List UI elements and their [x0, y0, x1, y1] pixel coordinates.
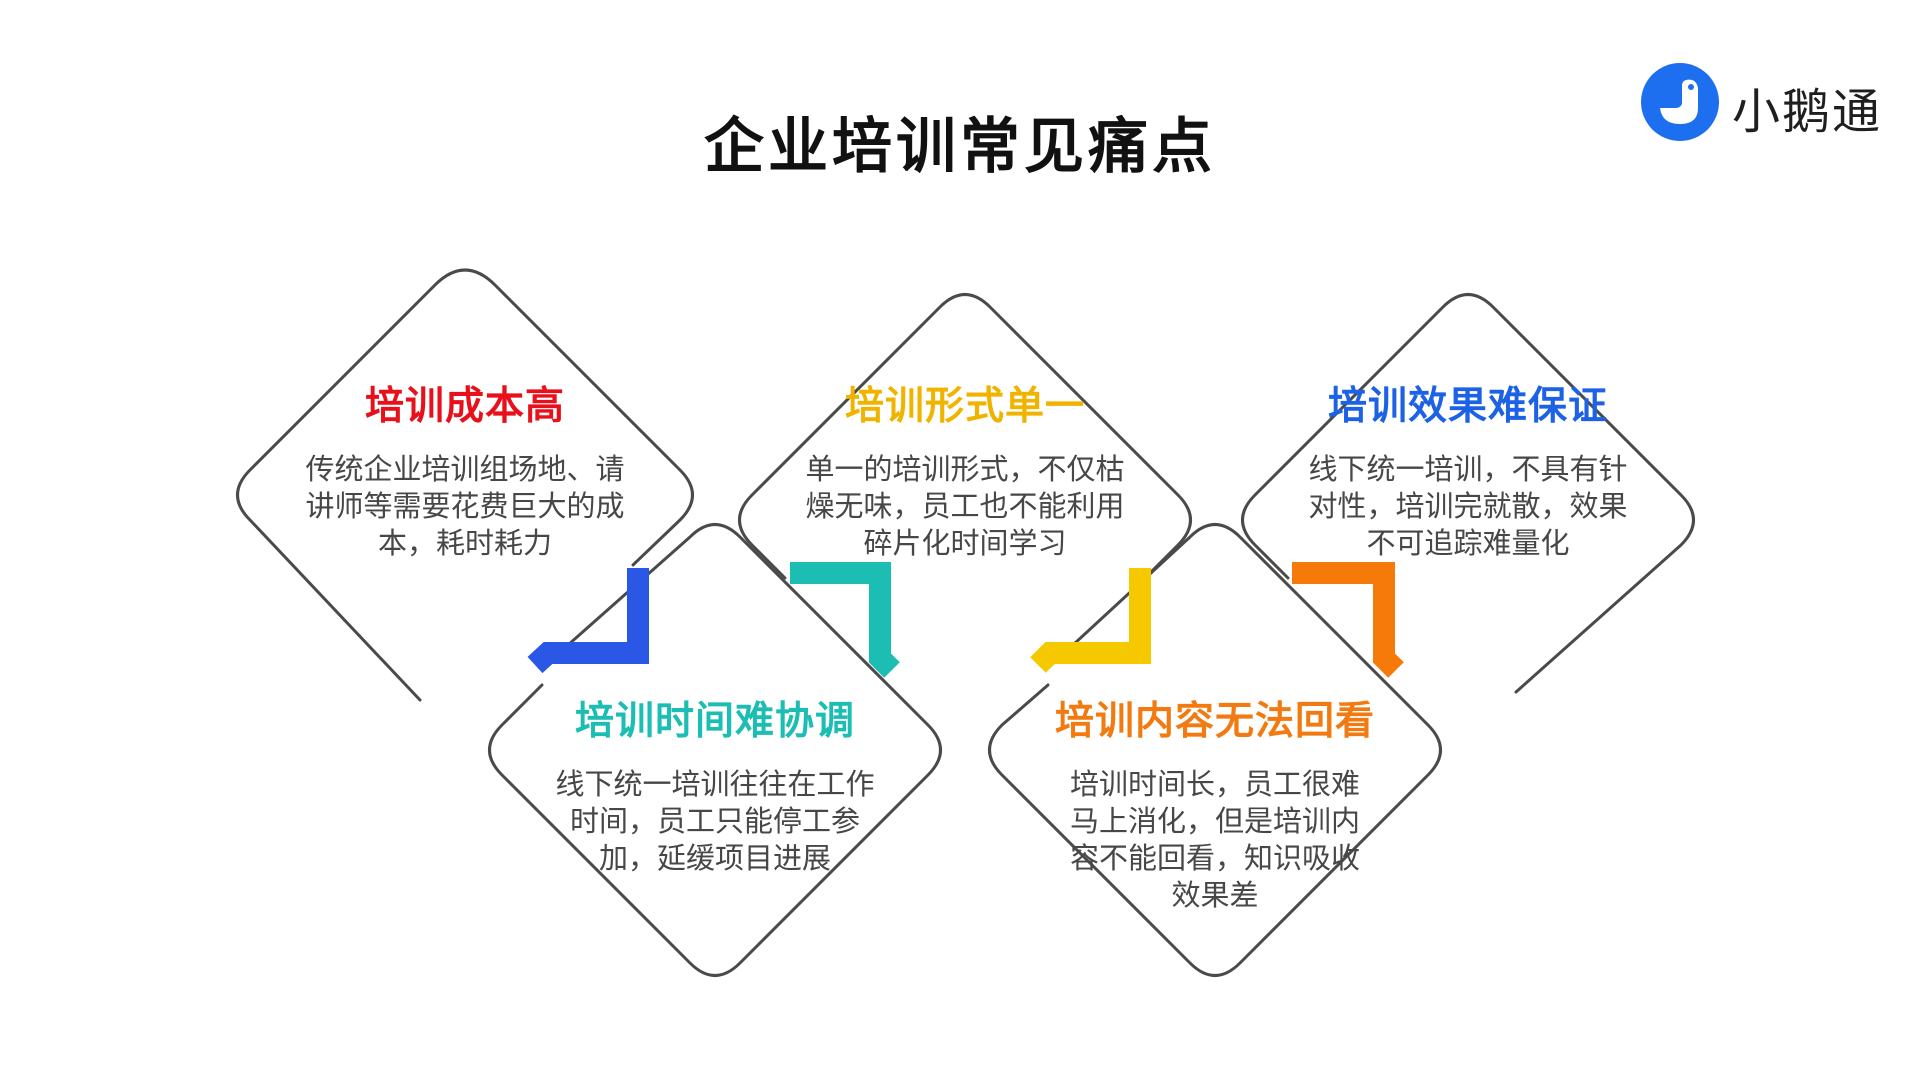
card-description: 培训时间长，员工很难马上消化，但是培训内容不能回看，知识吸收效果差 — [1069, 767, 1360, 912]
goose-logo-icon — [1641, 63, 1719, 141]
card-cost: 培训成本高 传统企业培训组场地、请讲师等需要花费巨大的成本，耗时耗力 — [235, 375, 695, 562]
diamond-2-outline — [488, 523, 942, 977]
diamond-1-outline — [236, 268, 694, 702]
connector-teal — [790, 562, 900, 678]
card-description: 单一的培训形式，不仅枯燥无味，员工也不能利用碎片化时间学习 — [805, 452, 1125, 560]
card-title: 培训时间难协调 — [574, 699, 855, 744]
diamond-5-outline — [1241, 293, 1695, 694]
page-title: 企业培训常见痛点 — [704, 112, 1216, 182]
card-title: 培训效果难保证 — [1327, 384, 1608, 429]
logo-text: 小鹅通 — [1732, 84, 1883, 140]
card-description: 线下统一培训往往在工作时间，员工只能停工参加，延缓项目进展 — [555, 767, 875, 875]
card-time: 培训时间难协调 线下统一培训往往在工作时间，员工只能停工参加，延缓项目进展 — [485, 690, 945, 877]
connector-orange — [1292, 562, 1404, 678]
card-title: 培训形式单一 — [844, 384, 1085, 429]
diamond-3-outline — [738, 293, 1192, 580]
card-effect: 培训效果难保证 线下统一培训，不具有针对性，培训完就散，效果不可追踪难量化 — [1238, 375, 1698, 562]
card-title: 培训成本高 — [364, 384, 565, 429]
connector-yellow — [1030, 568, 1151, 673]
card-description: 传统企业培训组场地、请讲师等需要花费巨大的成本，耗时耗力 — [305, 452, 625, 560]
card-description: 线下统一培训，不具有针对性，培训完就散，效果不可追踪难量化 — [1308, 452, 1628, 560]
connector-blue — [527, 568, 649, 674]
card-title: 培训内容无法回看 — [1054, 699, 1375, 744]
diamond-4-outline — [988, 523, 1442, 977]
card-replay: 培训内容无法回看 培训时间长，员工很难马上消化，但是培训内容不能回看，知识吸收效… — [985, 690, 1445, 914]
card-format: 培训形式单一 单一的培训形式，不仅枯燥无味，员工也不能利用碎片化时间学习 — [735, 375, 1195, 562]
